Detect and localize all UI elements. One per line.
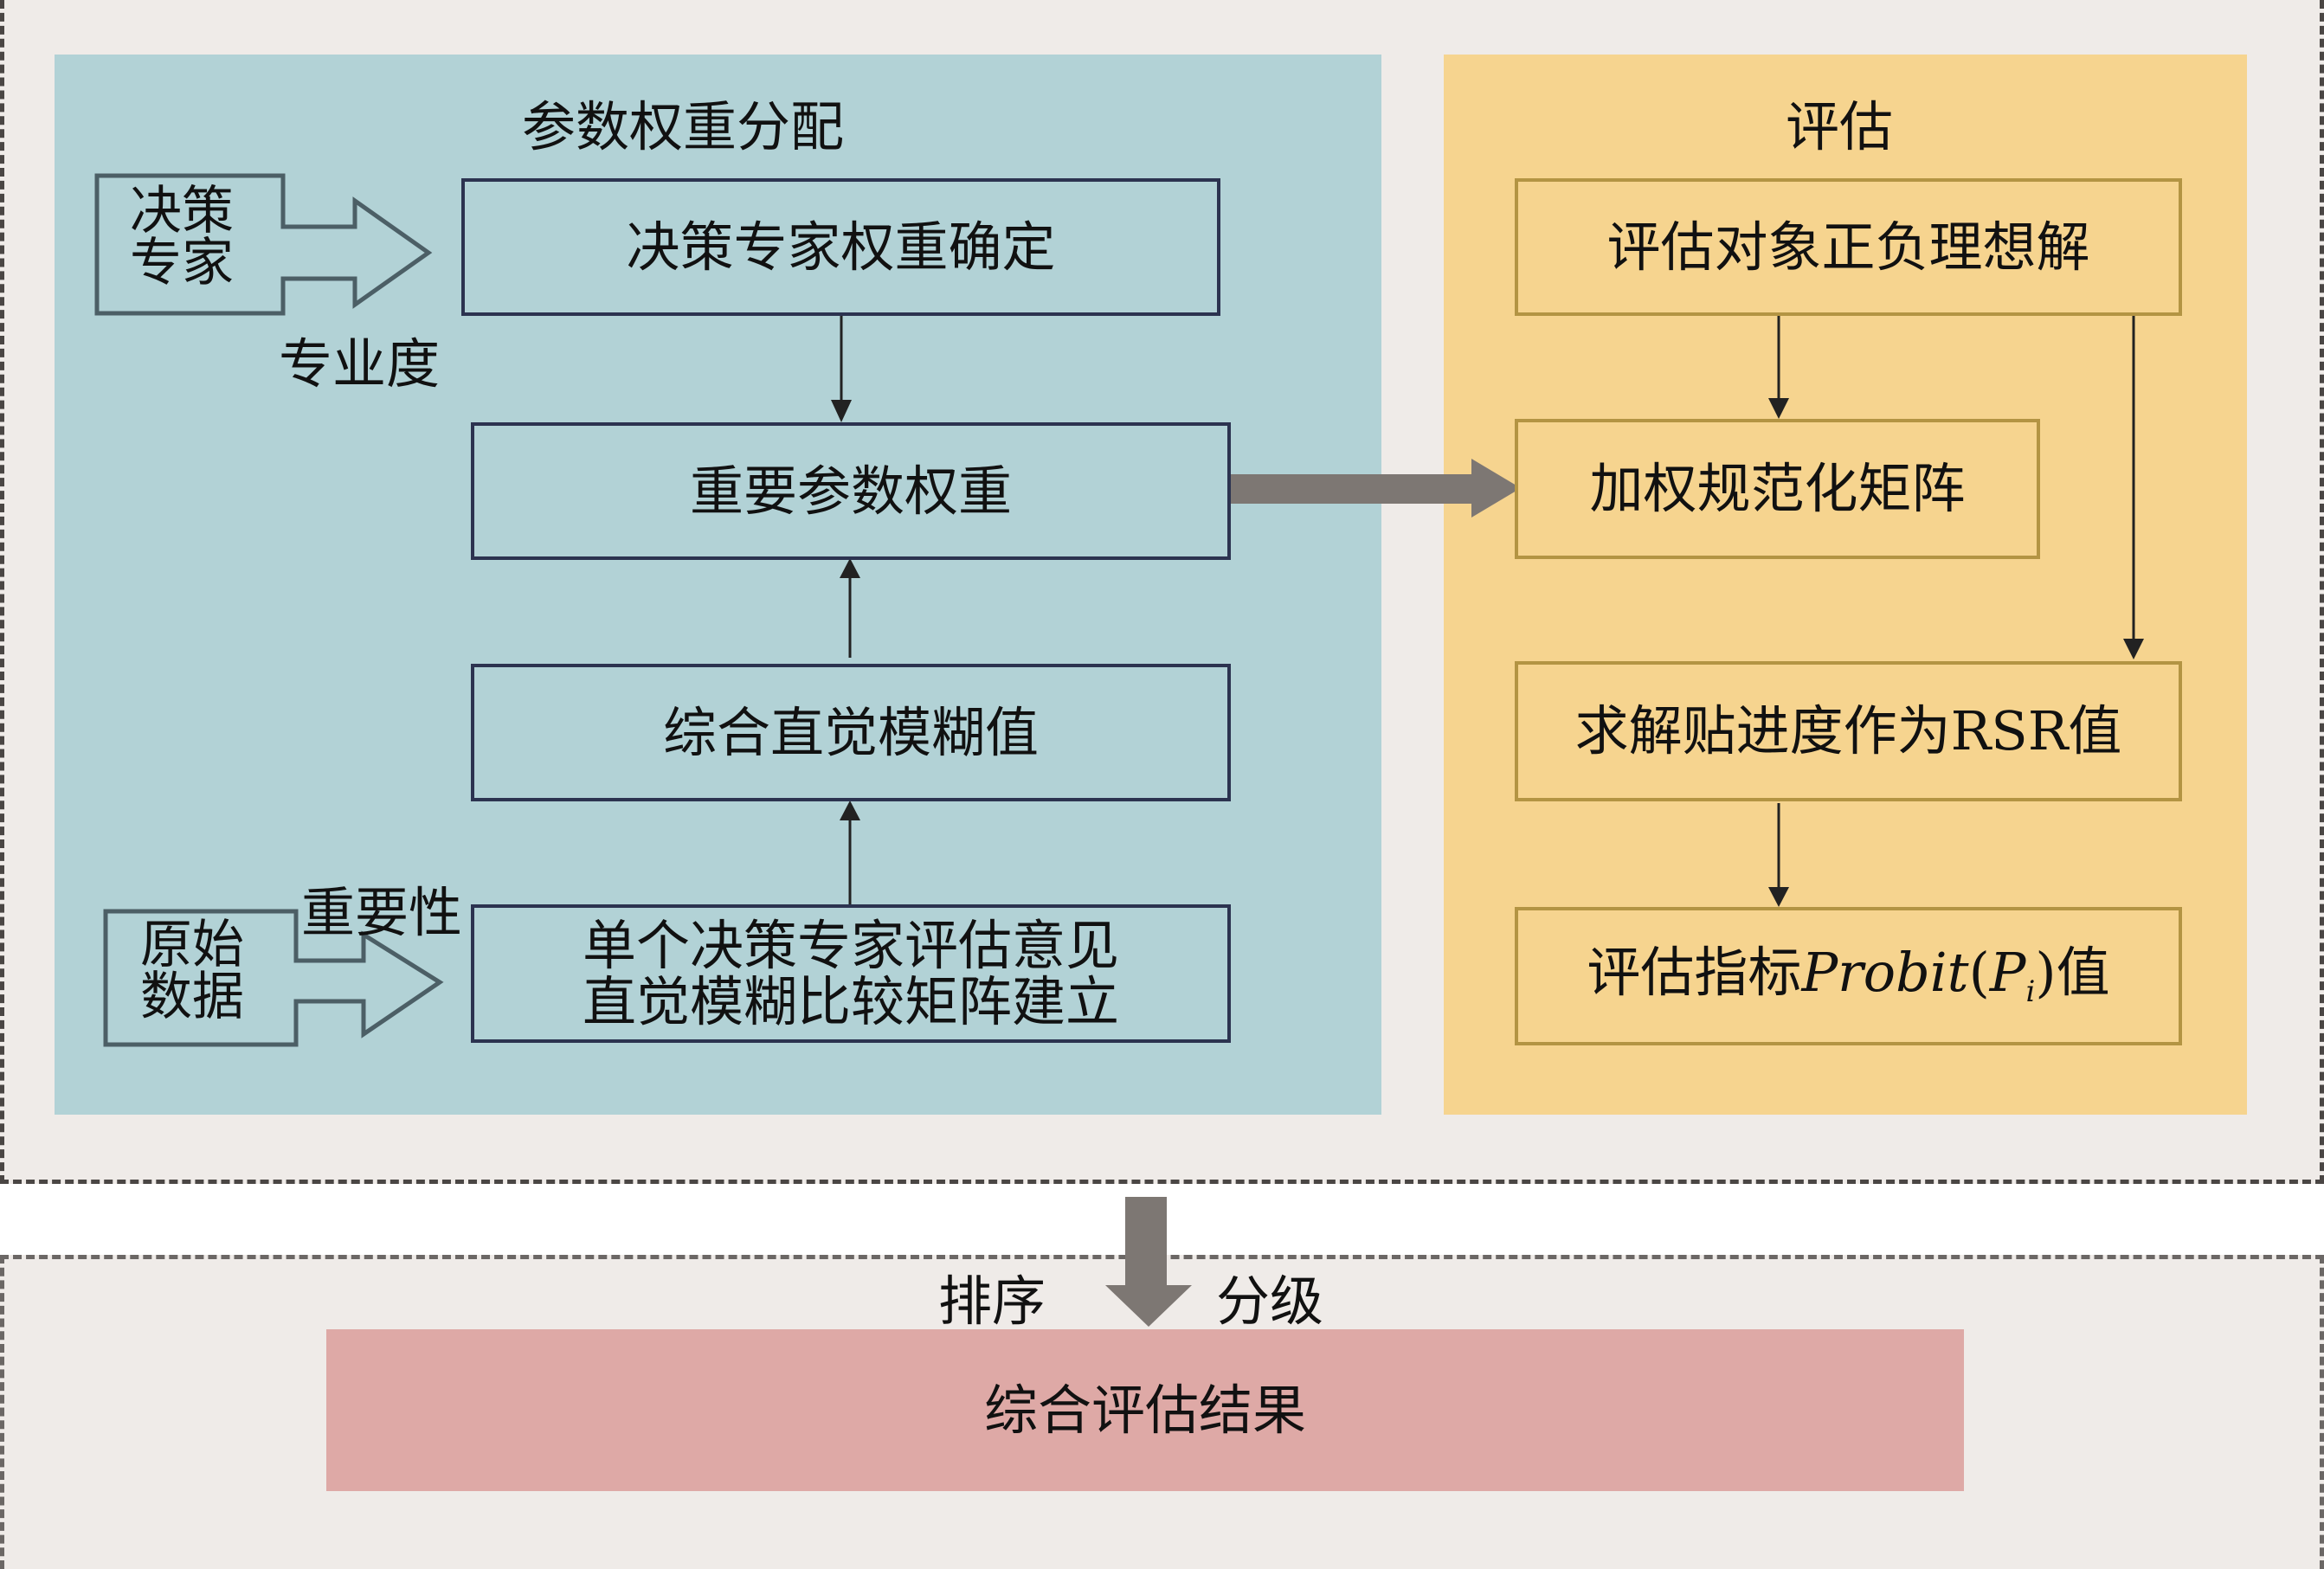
thick-right-arrow-icon xyxy=(1227,459,1521,518)
probit-close-paren: ) xyxy=(2035,941,2057,1005)
expert-line-2: 专家 xyxy=(130,233,234,293)
data-line-1: 原始 xyxy=(140,915,244,975)
probit-function: Probit xyxy=(1801,941,1969,1005)
data-line-2: 数据 xyxy=(140,967,244,1027)
expert-weight-box: 决策专家权重确定 xyxy=(461,178,1220,316)
ideal-solution-text: 评估对象正负理想解 xyxy=(1606,215,2090,279)
ideal-solution-box: 评估对象正负理想解 xyxy=(1515,178,2182,316)
arrowhead-down-icon xyxy=(831,400,852,422)
probit-prefix: 评估指标 xyxy=(1587,941,1802,1005)
fuzzy-value-box: 综合直觉模糊值 xyxy=(471,664,1231,801)
weighted-matrix-text: 加权规范化矩阵 xyxy=(1589,457,1966,521)
probit-text: 评估指标Probit(Pi)值 xyxy=(1587,944,2109,1008)
fuzzy-value-text: 综合直觉模糊值 xyxy=(662,700,1039,764)
result-box: 综合评估结果 xyxy=(326,1329,1964,1491)
weighted-matrix-box: 加权规范化矩阵 xyxy=(1515,419,2040,559)
arrowhead-down-icon xyxy=(1768,398,1789,419)
expert-line-1: 决策 xyxy=(130,181,234,241)
arrowhead-up-icon xyxy=(840,558,860,578)
probit-open-paren: ( xyxy=(1968,941,1990,1005)
data-input-arrow-icon xyxy=(103,909,444,1047)
probit-suffix: 值 xyxy=(2056,941,2110,1005)
rsr-box: 求解贴进度作为RSR值 xyxy=(1515,661,2182,801)
matrix-line-2: 直觉模糊比较矩阵建立 xyxy=(582,970,1119,1033)
expert-input-label: 决策 专家 xyxy=(130,185,234,289)
parameter-weight-title: 参数权重分配 xyxy=(522,95,845,158)
param-weight-box: 重要参数权重 xyxy=(471,422,1231,560)
grading-label: 分级 xyxy=(1216,1270,1324,1333)
expert-weight-text: 决策专家权重确定 xyxy=(626,215,1056,279)
raw-data-input-label: 原始 数据 xyxy=(140,919,244,1023)
probit-variable: P xyxy=(1989,941,2026,1005)
result-text: 综合评估结果 xyxy=(983,1378,1306,1442)
matrix-line-1: 单个决策专家评估意见 xyxy=(582,913,1119,977)
probit-box: 评估指标Probit(Pi)值 xyxy=(1515,907,2182,1045)
expert-input-arrow-icon xyxy=(94,173,433,316)
arrowhead-down-icon xyxy=(1768,887,1789,907)
arrowhead-down-icon xyxy=(2123,639,2144,659)
expertise-label: 专业度 xyxy=(279,332,441,395)
ranking-label: 排序 xyxy=(938,1270,1046,1333)
evaluation-title: 评估 xyxy=(1786,95,1894,158)
importance-label: 重要性 xyxy=(301,881,463,944)
arrowhead-up-icon xyxy=(840,801,860,820)
comparison-matrix-box: 单个决策专家评估意见 直觉模糊比较矩阵建立 xyxy=(471,904,1231,1043)
probit-subscript: i xyxy=(2025,974,2036,1010)
rsr-text: 求解贴进度作为RSR值 xyxy=(1574,699,2122,763)
param-weight-text: 重要参数权重 xyxy=(689,459,1012,523)
